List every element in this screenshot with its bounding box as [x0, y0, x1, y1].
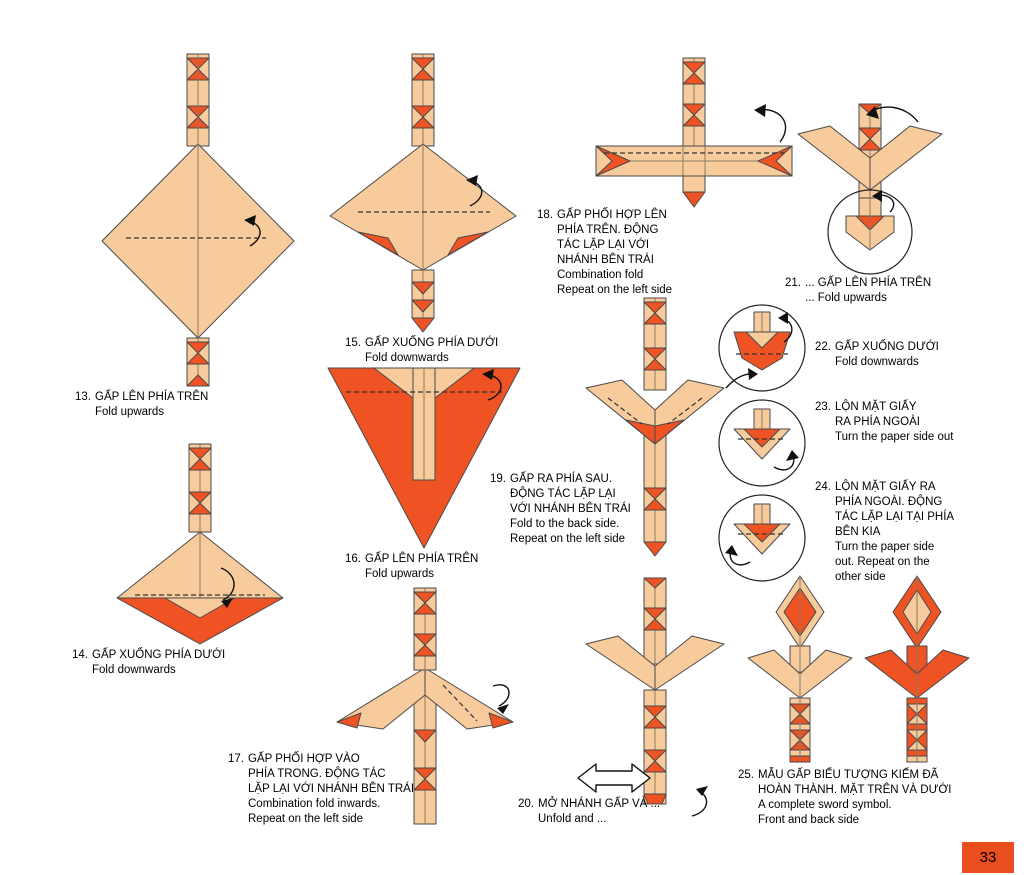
step-number: 24. [815, 481, 831, 493]
fold-arrow-icon [725, 368, 758, 389]
fold-arrow-icon [773, 450, 799, 471]
step-number: 19. [490, 473, 506, 485]
step-text-vi: GẤP XUỐNG PHÍA DƯỚI [92, 649, 226, 661]
diagram-step-13 [101, 53, 295, 387]
diagram-step-15 [329, 53, 517, 333]
step-number: 14. [72, 649, 88, 661]
step-number: 17. [228, 753, 244, 765]
magnified-view-circle [718, 494, 806, 582]
page-number: 33 [979, 849, 997, 866]
sword-front [747, 575, 853, 763]
step-text-vi: GẤP XUỐNG DƯỚI [835, 341, 939, 353]
fold-arrow-icon [866, 106, 919, 123]
fold-arrow-icon [725, 545, 751, 566]
caption-step-25: 25. MẪU GẤP BIỂU TƯỢNG KIẾM ĐÃ HOÀN THÀN… [738, 768, 951, 828]
diagram-step-25 [747, 575, 970, 763]
step-text-en: Fold downwards [835, 356, 919, 368]
step-text-vi: LỘN MẶT GIẤY RA PHÍA NGOÀI. ĐỘNG TÁC LẶP… [835, 481, 955, 538]
diagram-step-17 [336, 587, 514, 825]
caption-step-21: 21. ... GẤP LÊN PHÍA TRÊN ... Fold upwar… [785, 276, 931, 306]
diagram-step-20 [577, 577, 725, 817]
step-number: 20. [518, 798, 534, 810]
caption-step-19: 19. GẤP RA PHÍA SAU. ĐỘNG TÁC LẶP LẠI VỚ… [490, 472, 631, 547]
diagram-step-22 [718, 304, 806, 392]
diagram-step-18 [595, 57, 793, 208]
diagram-step-24 [718, 494, 806, 582]
step-text-vi: GẤP LÊN PHÍA TRÊN [365, 553, 479, 565]
page-number-tab: 33 [962, 842, 1014, 873]
diagram-step-23 [718, 399, 806, 487]
fold-arrow-icon [492, 684, 510, 714]
diagram-step-21 [797, 103, 943, 275]
step-text-en: Fold upwards [95, 406, 165, 418]
caption-step-16: 16. GẤP LÊN PHÍA TRÊN Fold upwards [345, 552, 478, 582]
unfold-double-arrow-icon [577, 763, 651, 793]
step-number: 16. [345, 553, 361, 565]
fold-arrow-icon [482, 369, 502, 401]
step-text-en: Fold upwards [365, 568, 435, 580]
step-text-vi: GẤP RA PHÍA SAU. ĐỘNG TÁC LẶP LẠI VỚI NH… [510, 473, 631, 515]
step-text-en: Fold to the back side. Repeat on the lef… [510, 518, 626, 545]
caption-step-18: 18. GẤP PHỐI HỢP LÊN PHÍA TRÊN. ĐỘNG TÁC… [537, 208, 672, 298]
step-number: 21. [785, 277, 801, 289]
sword-back [864, 575, 970, 763]
step-number: 25. [738, 769, 754, 781]
step-text-vi: ... GẤP LÊN PHÍA TRÊN [805, 277, 932, 289]
magnified-view-circle [718, 304, 806, 392]
step-text-en: ... Fold upwards [805, 292, 887, 304]
fold-arrow-icon [466, 175, 483, 207]
step-number: 18. [537, 209, 553, 221]
caption-step-14: 14. GẤP XUỐNG PHÍA DƯỚI Fold downwards [72, 648, 225, 678]
fold-line [667, 397, 703, 425]
step-text-vi: GẤP XUỐNG PHÍA DƯỚI [365, 337, 499, 349]
step-text-vi: LỘN MẶT GIẤY RA PHÍA NGOÀI [835, 401, 920, 428]
step-text-en: Fold downwards [92, 664, 176, 676]
step-text-vi: GẤP PHỐI HỢP LÊN PHÍA TRÊN. ĐỘNG TÁC LẶP… [557, 209, 667, 266]
step-text-vi: MẪU GẤP BIỂU TƯỢNG KIẾM ĐÃ HOÀN THÀNH. M… [758, 769, 952, 796]
step-text-en: Unfold and ... [538, 813, 607, 825]
caption-step-15: 15. GẤP XUỐNG PHÍA DƯỚI Fold downwards [345, 336, 498, 366]
diagram-step-14 [116, 443, 284, 645]
caption-step-17: 17. GẤP PHỐI HỢP VÀO PHÍA TRONG. ĐỘNG TÁ… [228, 752, 414, 827]
step-text-vi: GẤP LÊN PHÍA TRÊN [95, 391, 209, 403]
fold-line [442, 684, 478, 722]
fold-arrow-icon [778, 312, 793, 343]
step-text-vi: MỞ NHÁNH GẤP VÀ ... [538, 798, 661, 810]
step-number: 13. [75, 391, 91, 403]
step-text-vi: GẤP PHỐI HỢP VÀO PHÍA TRONG. ĐỘNG TÁC LẶ… [248, 753, 415, 795]
step-text-en: Turn the paper side out [835, 431, 954, 443]
caption-step-20: 20. MỞ NHÁNH GẤP VÀ ... Unfold and ... [518, 797, 660, 827]
fold-arrow-icon [691, 786, 708, 817]
caption-step-13: 13. GẤP LÊN PHÍA TRÊN Fold upwards [75, 390, 208, 420]
step-text-en: Combination fold inwards. Repeat on the … [248, 798, 381, 825]
fold-line [607, 397, 643, 425]
step-number: 15. [345, 337, 361, 349]
step-number: 23. [815, 401, 831, 413]
step-number: 22. [815, 341, 831, 353]
magnified-view-circle [827, 189, 913, 275]
step-text-en: Fold downwards [365, 352, 449, 364]
caption-step-23: 23. LỘN MẶT GIẤY RA PHÍA NGOÀI Turn the … [815, 400, 953, 445]
step-text-en: A complete sword symbol. Front and back … [758, 799, 892, 826]
caption-step-22: 22. GẤP XUỐNG DƯỚI Fold downwards [815, 340, 939, 370]
step-text-en: Combination fold Repeat on the left side [557, 269, 673, 296]
fold-arrow-icon [244, 215, 261, 247]
magnified-view-circle [718, 399, 806, 487]
diagram-step-16 [327, 367, 521, 549]
fold-arrow-icon [872, 190, 895, 213]
fold-arrow-icon [754, 104, 787, 143]
step-text-en: Turn the paper side out. Repeat on the o… [835, 541, 935, 583]
fold-arrow-icon [220, 567, 235, 608]
diagram-step-19 [585, 297, 758, 557]
caption-step-24: 24. LỘN MẶT GIẤY RA PHÍA NGOÀI. ĐỘNG TÁC… [815, 480, 954, 585]
